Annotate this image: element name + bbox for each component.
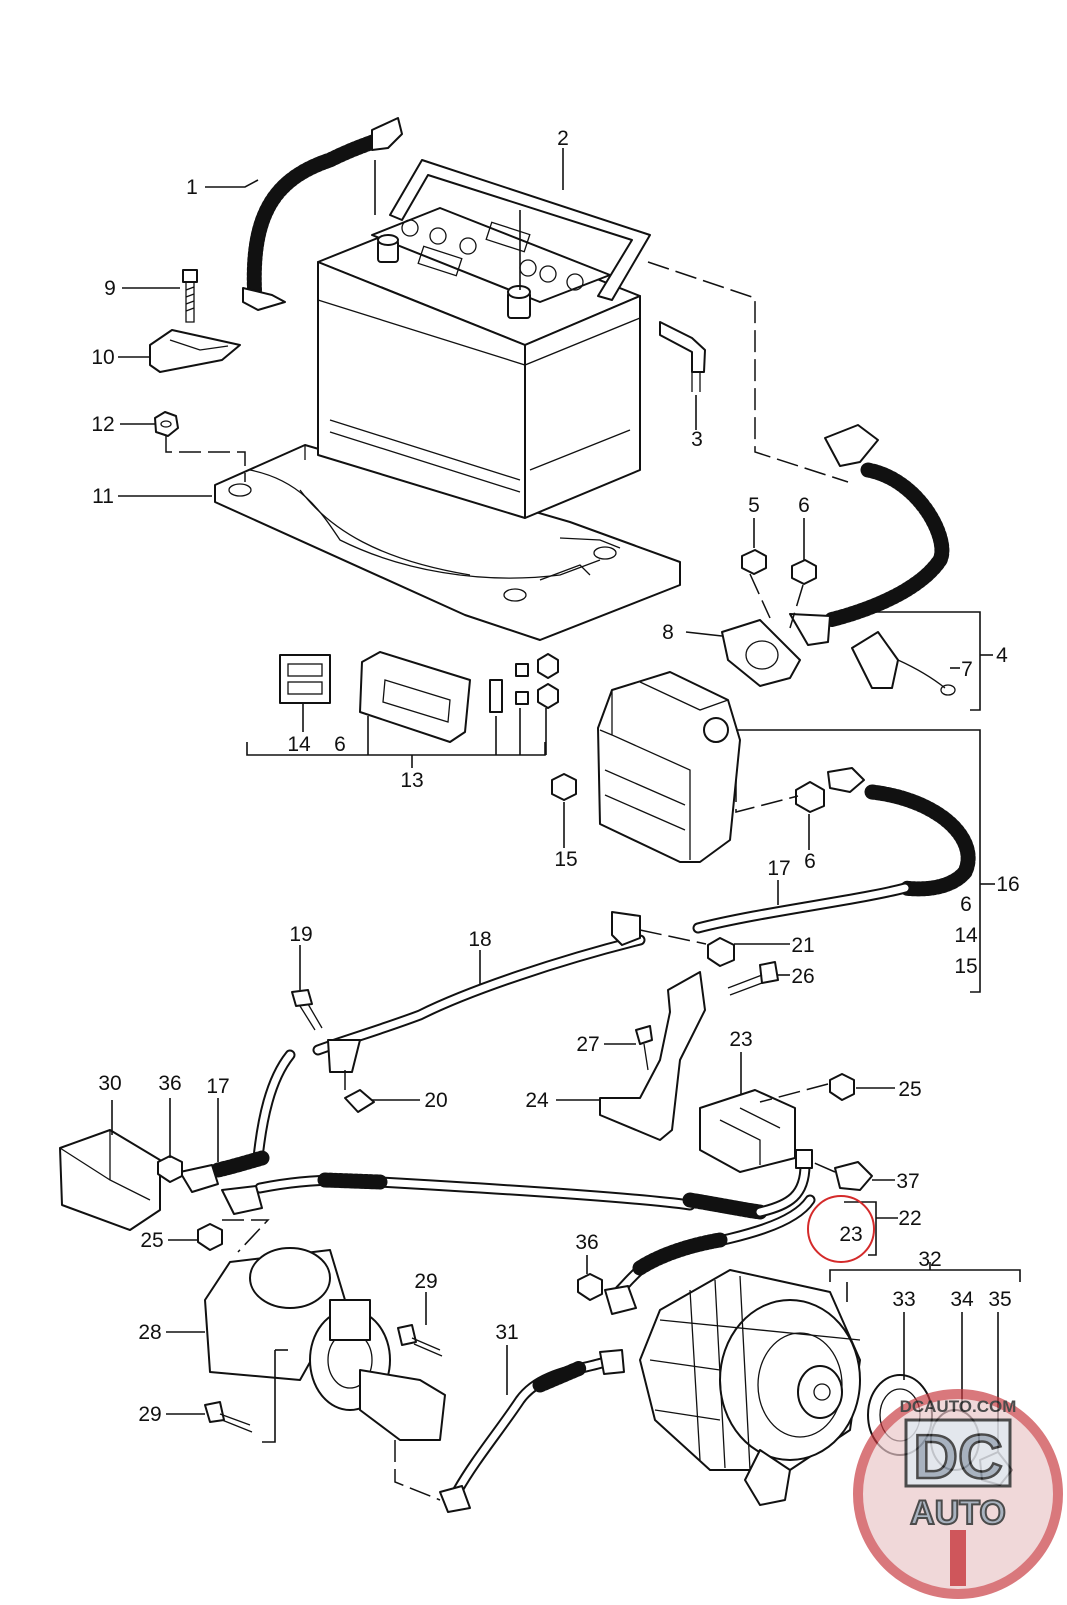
callout-36-cover: 36 [158,1072,181,1095]
callout-24: 24 [525,1089,549,1112]
leader-lines [111,148,1021,1501]
callout-12: 12 [91,413,114,436]
callout-6-fusebox: 6 [804,850,816,873]
callout-2: 2 [557,127,569,150]
callout-25-bracket: 25 [898,1078,921,1101]
watermark-initials: DC [913,1423,1003,1492]
callout-27: 27 [576,1033,599,1056]
callout-17-lower: 17 [206,1075,229,1098]
callout-15-group16: 15 [954,955,977,978]
starter-cable [439,1349,625,1513]
callout-37: 37 [896,1170,919,1193]
watermark-domain: DCAUTO.COM [900,1397,1017,1416]
callout-18: 18 [468,928,491,951]
gasket-nuts [721,549,817,687]
lower-cables [179,1049,816,1315]
callout-16: 16 [996,873,1019,896]
callout-29-upper: 29 [414,1270,437,1293]
callout-20: 20 [424,1089,447,1112]
battery [317,159,651,519]
callout-28: 28 [138,1321,161,1344]
callout-6-top: 6 [798,494,810,517]
fuse-box-cable [827,767,976,897]
callout-10: 10 [91,346,114,369]
callout-33: 33 [892,1288,915,1311]
callout-labels: 1 2 3 4 5 6 7 8 9 10 12 11 13 14 6 15 6 … [91,127,1019,1426]
callout-32: 32 [918,1248,941,1271]
vent-elbow [659,321,706,392]
callout-22: 22 [898,1207,921,1230]
bracket-holder [599,971,873,1191]
callout-17-top: 17 [767,857,790,880]
callout-8: 8 [662,621,674,644]
starter-motor [197,1223,446,1441]
dcauto-watermark: DCAUTO.COM DC AUTO [853,1389,1063,1599]
callout-7: 7 [961,658,973,681]
watermark-word: AUTO [910,1494,1006,1532]
callout-29-lower: 29 [138,1403,161,1426]
callout-14-kit: 14 [287,733,311,756]
callout-26: 26 [791,965,814,988]
callout-1: 1 [186,176,198,199]
callout-35: 35 [988,1288,1011,1311]
ground-strap [242,117,403,311]
callout-13: 13 [400,769,423,792]
callout-30: 30 [98,1072,121,1095]
main-cable [291,882,911,1113]
callout-5: 5 [748,494,760,517]
callout-4: 4 [996,644,1008,667]
callout-6-kit: 6 [334,733,346,756]
callout-23-holder: 23 [729,1028,752,1051]
callout-9: 9 [104,277,116,300]
callout-23-highlighted: 23 [839,1223,862,1246]
terminal-cover [59,1129,183,1231]
positive-cable [789,424,956,696]
hold-down-parts [149,269,241,437]
highlight-circle [807,1195,875,1263]
callout-19: 19 [289,923,312,946]
fuse-box [551,671,825,863]
fuse-kit [279,651,559,743]
callout-31: 31 [495,1321,518,1344]
callout-21: 21 [791,934,814,957]
callout-36-alternator: 36 [575,1231,598,1254]
callout-6-group16: 6 [960,893,972,916]
callout-3: 3 [691,428,703,451]
callout-14-group16: 14 [954,924,978,947]
callout-34: 34 [950,1288,974,1311]
callout-15-fusebox: 15 [554,848,577,871]
callout-25-starter: 25 [140,1229,163,1252]
callout-11: 11 [92,485,114,508]
